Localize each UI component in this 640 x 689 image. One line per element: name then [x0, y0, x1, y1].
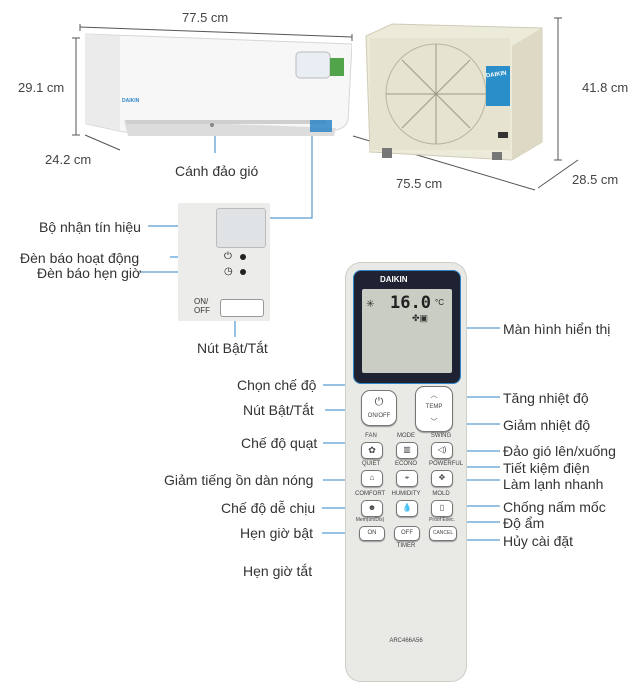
- humidity-icon: 💧: [402, 503, 412, 512]
- fan-icon: ✿: [368, 445, 376, 455]
- powerful-button[interactable]: ✥: [431, 470, 453, 487]
- remote-control: DAIKIN ✳ 16.0 °C ✤▣ ⏻ ON/OFF ︿ TEMP ﹀ FA…: [345, 262, 467, 682]
- label-onoff: Nút Bật/Tắt: [243, 402, 314, 418]
- outdoor-height-dim: 41.8 cm: [582, 80, 629, 95]
- outdoor-unit-illustration: [365, 23, 543, 161]
- timer-on-button[interactable]: ON: [359, 526, 385, 541]
- remote-model: ARC466A56: [389, 638, 423, 644]
- indoor-unit: [84, 32, 353, 136]
- panel-onoff-label: Nút Bật/Tắt: [197, 340, 268, 356]
- comfort-text: COMFORT: [355, 491, 386, 497]
- econo-icon: ⌖: [404, 473, 410, 482]
- econo-button[interactable]: ⌖: [396, 470, 418, 487]
- remote-onoff-text: ON/OFF: [367, 413, 391, 419]
- quiet-button[interactable]: ⌂: [361, 470, 383, 487]
- comfort-button[interactable]: ☻: [361, 500, 383, 517]
- swing-button[interactable]: ◁): [431, 442, 453, 459]
- snowflake-icon: ✳: [366, 299, 375, 310]
- temp-text: TEMP: [425, 404, 443, 410]
- timer-off-text: OFF: [401, 530, 413, 536]
- temp-up-icon[interactable]: ︿: [430, 392, 438, 399]
- label-humidity: Độ ẩm: [503, 515, 545, 531]
- indoor-unit-illustration: [85, 33, 353, 136]
- timer-led-label: Đèn báo hẹn giờ: [37, 265, 142, 281]
- label-econo: Tiết kiệm điện: [503, 460, 590, 476]
- fan-text: FAN: [365, 433, 377, 439]
- receiver-label: Bộ nhận tín hiệu: [39, 219, 141, 235]
- mode-button[interactable]: ▥: [396, 442, 418, 459]
- remote-onoff-button[interactable]: ⏻ ON/OFF: [361, 390, 397, 426]
- mold-button[interactable]: ▯: [431, 500, 453, 517]
- powerful-text: POWERFUL: [429, 461, 464, 467]
- indoor-brand-logo: DAIKIN: [122, 98, 140, 104]
- swing-icon: ◁): [437, 445, 447, 454]
- label-timer-on: Hẹn giờ bật: [240, 525, 314, 541]
- timer-led: [240, 269, 246, 275]
- cancel-text: CANCEL: [432, 530, 454, 536]
- mold-text: MOLD: [432, 491, 450, 497]
- indoor-width-dim: 77.5 cm: [182, 10, 229, 25]
- swing-text: SWING: [430, 433, 452, 439]
- timer-off-button[interactable]: OFF: [394, 526, 420, 541]
- panel-onoff-text: ON/OFF: [194, 297, 210, 315]
- lcd-unit: °C: [435, 298, 444, 307]
- powerful-icon: ✥: [438, 473, 446, 482]
- lcd-temperature: 16.0: [390, 293, 431, 313]
- remote-power-icon: ⏻: [374, 396, 384, 408]
- mold-sub-text: Proof Exec.: [429, 517, 455, 523]
- label-temp-up: Tăng nhiệt độ: [503, 390, 589, 406]
- outdoor-unit: [362, 22, 544, 162]
- cancel-button[interactable]: CANCEL: [429, 526, 457, 541]
- timer-text: TIMER: [396, 543, 416, 549]
- label-fan-mode: Chế độ quạt: [241, 435, 318, 451]
- panel-onoff-button[interactable]: [220, 299, 264, 317]
- indoor-depth-dim: 24.2 cm: [45, 152, 92, 167]
- outdoor-width-dim: 75.5 cm: [396, 176, 443, 191]
- operation-led-label: Đèn báo hoạt động: [20, 250, 140, 266]
- humidity-text: HUMIDITY: [391, 491, 421, 497]
- label-quiet: Giảm tiếng ồn dàn nóng: [164, 472, 314, 488]
- label-timer-off: Hẹn giờ tắt: [243, 563, 313, 579]
- power-icon: ⏻: [224, 251, 232, 262]
- comfort-sub-text: Mem(on/Dis): [355, 517, 385, 523]
- remote-lcd: ✳ 16.0 °C ✤▣: [362, 289, 452, 373]
- comfort-icon: ☻: [367, 503, 377, 512]
- remote-screen-frame: DAIKIN ✳ 16.0 °C ✤▣: [353, 270, 461, 384]
- fan-button[interactable]: ✿: [361, 442, 383, 459]
- signal-receiver: [216, 208, 266, 248]
- mold-icon: ▯: [439, 503, 445, 512]
- indoor-display-panel: ⏻ ◷ ON/OFF: [178, 203, 270, 321]
- econo-text: ECONO: [394, 461, 417, 467]
- temp-down-icon[interactable]: ﹀: [430, 419, 438, 426]
- clock-icon: ◷: [224, 266, 233, 277]
- label-mold: Chống nấm mốc: [503, 499, 606, 515]
- louver-label: Cánh đảo gió: [175, 163, 259, 179]
- label-powerful: Làm lạnh nhanh: [503, 476, 604, 492]
- quiet-icon: ⌂: [369, 473, 375, 482]
- mode-icon: ▥: [403, 445, 411, 454]
- remote-brand-logo: DAIKIN: [380, 275, 408, 284]
- label-cancel: Hủy cài đặt: [503, 533, 574, 549]
- timer-on-text: ON: [367, 530, 377, 536]
- mode-text: MODE: [397, 433, 415, 439]
- label-temp-down: Giảm nhiệt độ: [503, 417, 591, 433]
- lcd-fan-icon: ✤▣: [412, 313, 429, 323]
- outdoor-depth-dim: 28.5 cm: [572, 172, 619, 187]
- label-comfort: Chế độ dễ chịu: [221, 500, 316, 516]
- humidity-button[interactable]: 💧: [396, 500, 418, 517]
- quiet-text: QUIET: [361, 461, 381, 467]
- label-mode-select: Chọn chế độ: [237, 377, 317, 393]
- label-swing: Đảo gió lên/xuống: [503, 443, 616, 459]
- remote-temp-button[interactable]: ︿ TEMP ﹀: [415, 386, 453, 432]
- label-display: Màn hình hiển thị: [503, 321, 611, 337]
- indoor-height-dim: 29.1 cm: [18, 80, 65, 95]
- operation-led: [240, 254, 246, 260]
